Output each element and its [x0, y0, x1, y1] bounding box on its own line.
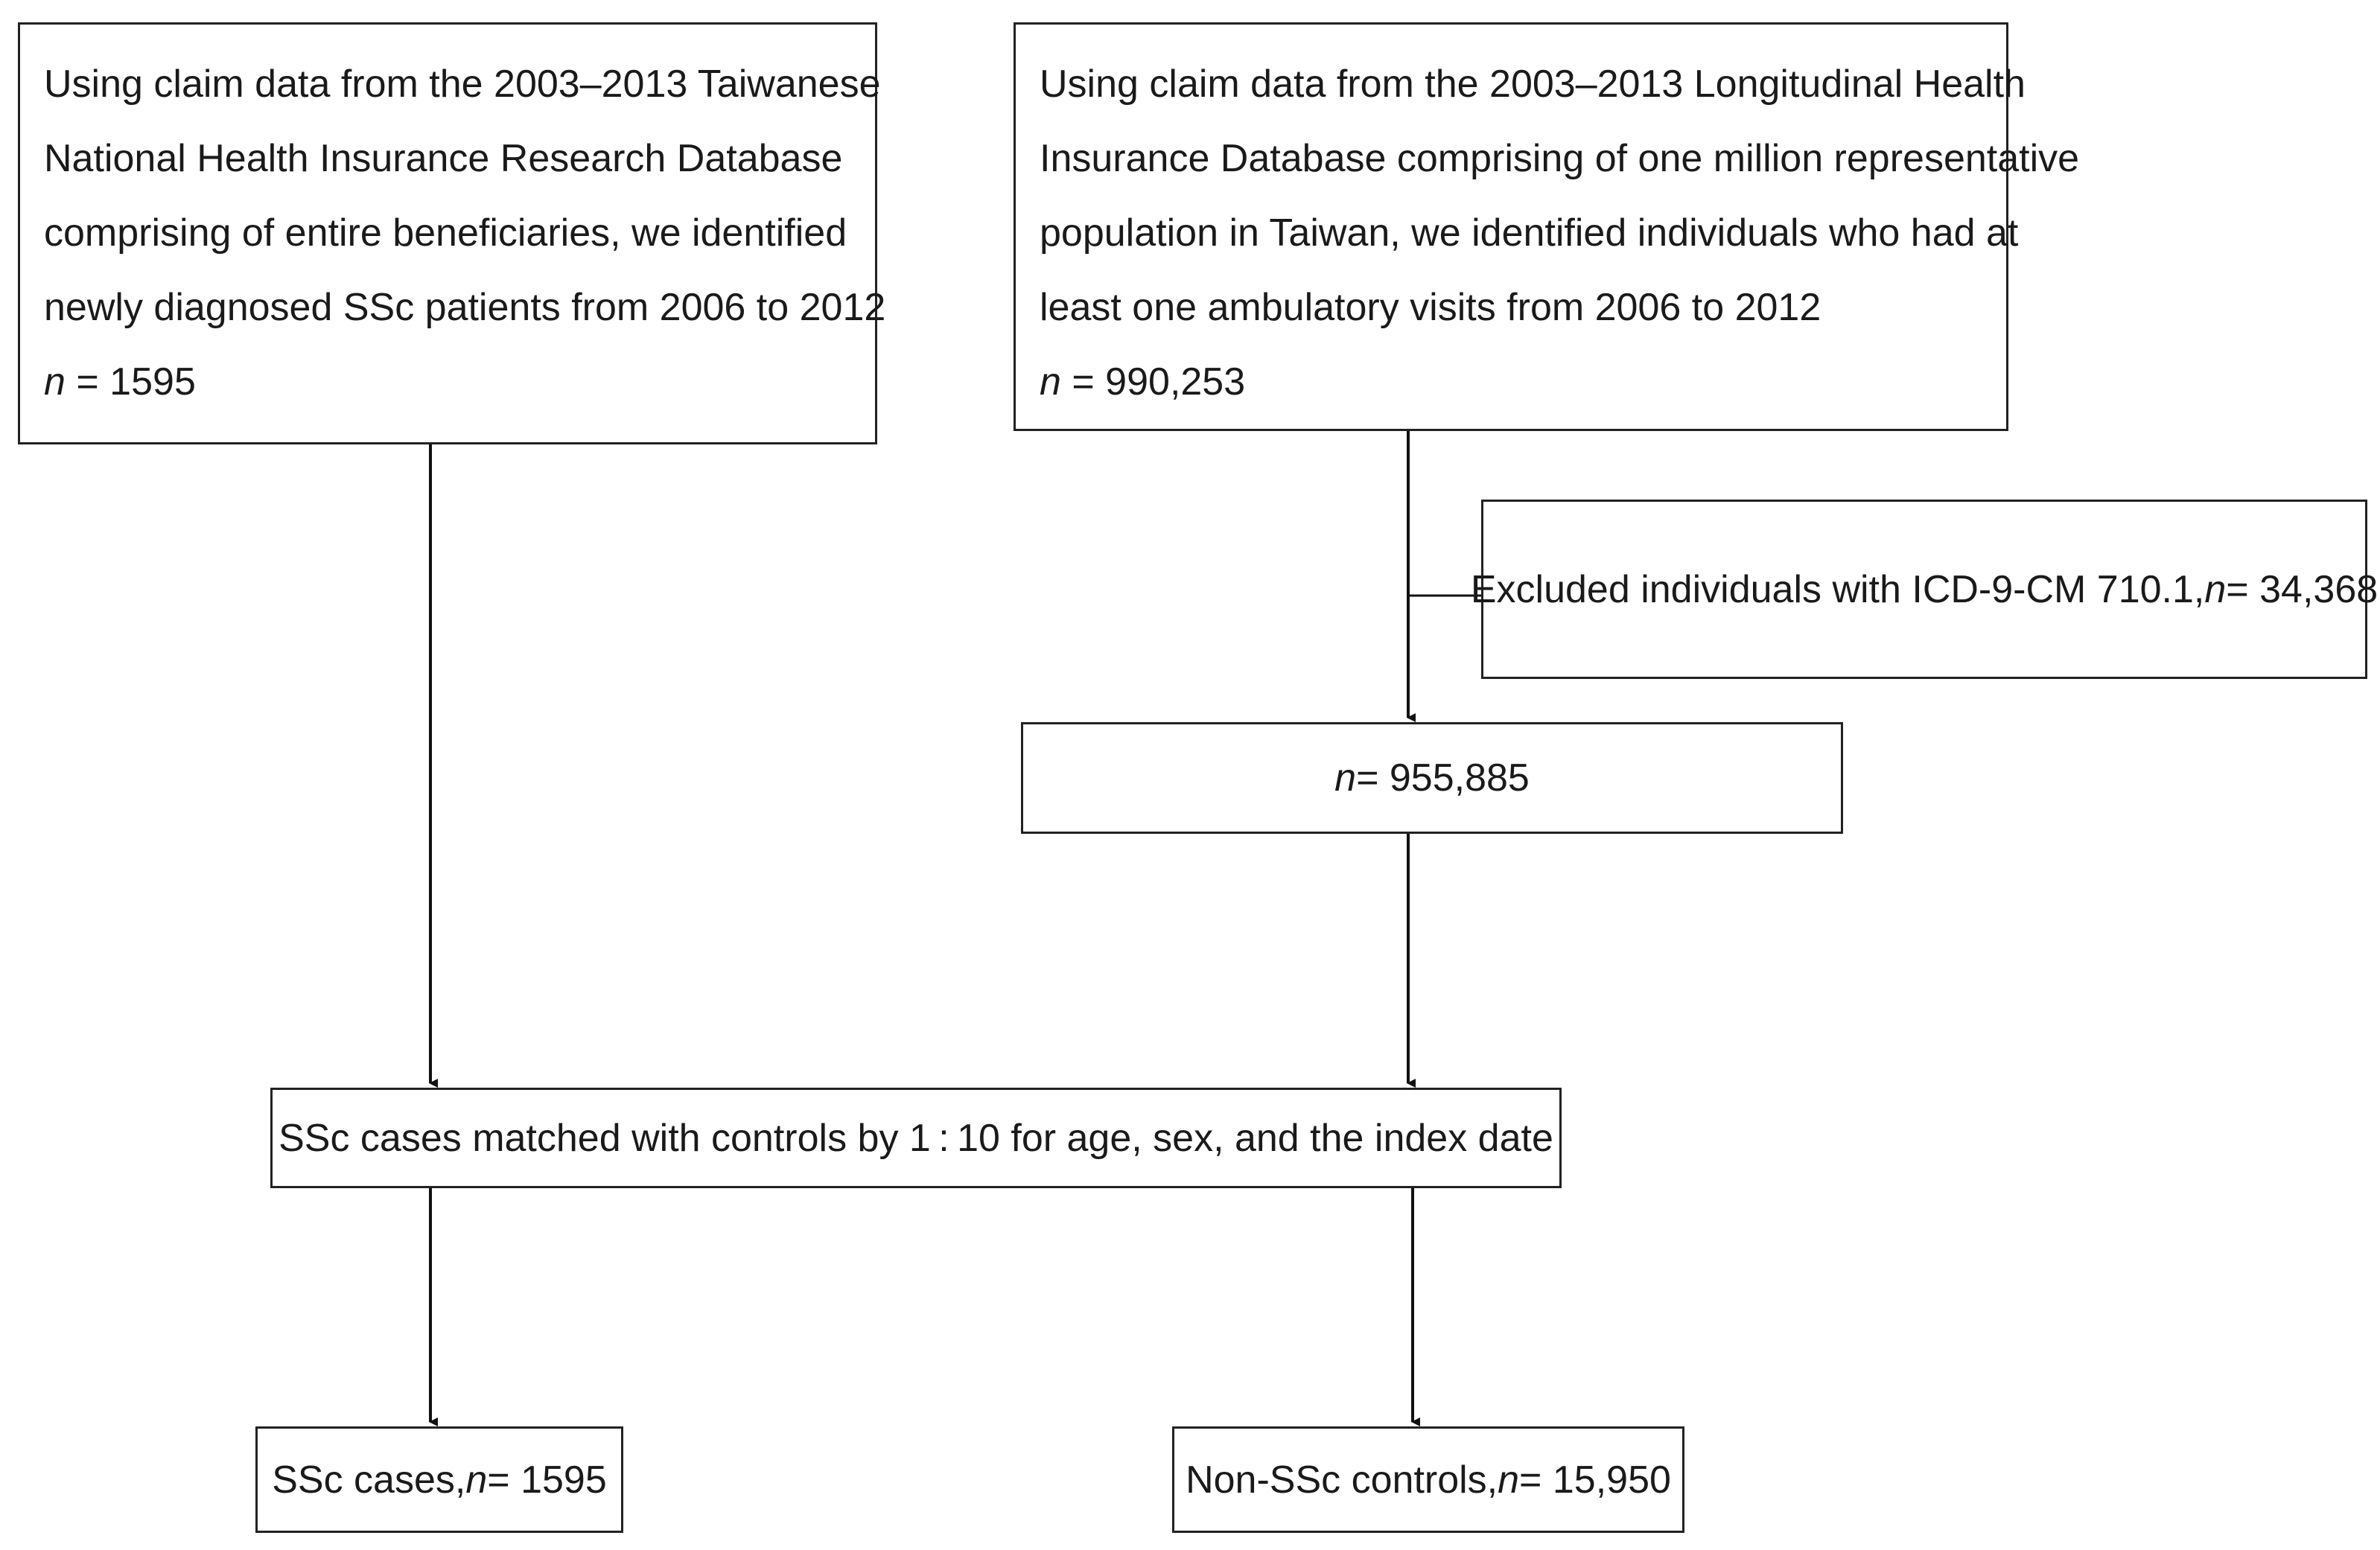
matching-text: SSc cases matched with controls by 1 : 1… [279, 1116, 1553, 1160]
ssc-cases-label: SSc cases, [272, 1458, 466, 1502]
non-ssc-controls-text: Non-SSc controls, n = 15,950 [1174, 1429, 1682, 1531]
lhid-count: n = 990,253 [1040, 345, 2006, 419]
non-ssc-controls-label: Non-SSc controls, [1186, 1458, 1498, 1502]
excluded-count-value: = 34,368 [2226, 567, 2379, 611]
excluded-box: Excluded individuals with ICD-9-CM 710.1… [1471, 500, 2378, 679]
n-symbol: n [1334, 756, 1357, 800]
lhid-line-1: Using claim data from the 2003–2013 Long… [1040, 63, 2026, 106]
n-symbol: n [465, 1458, 488, 1502]
n-symbol: n [2204, 567, 2227, 611]
n-symbol: n [1498, 1458, 1520, 1502]
excluded-text: Excluded individuals with ICD-9-CM 710.1… [1471, 502, 2378, 677]
nhird-source-box: Using claim data from the 2003–2013 Taiw… [18, 22, 886, 444]
ssc-cases-count-value: = 1595 [487, 1458, 607, 1502]
ssc-cases-box: SSc cases, n = 1595 [255, 1426, 623, 1533]
excluded-label: Excluded individuals with ICD-9-CM 710.1… [1470, 567, 2205, 611]
lhid-line-3: population in Taiwan, we identified indi… [1040, 211, 2019, 255]
after-exclusion-text: n = 955,885 [1023, 724, 1841, 832]
n-symbol: n [1040, 360, 1061, 404]
non-ssc-controls-box: Non-SSc controls, n = 15,950 [1172, 1426, 1684, 1533]
nhird-line-3: comprising of entire beneficiaries, we i… [44, 211, 847, 255]
lhid-line-2: Insurance Database comprising of one mil… [1040, 137, 2080, 180]
after-exclusion-box: n = 955,885 [1021, 722, 1843, 834]
nhird-line-1: Using claim data from the 2003–2013 Taiw… [44, 63, 881, 106]
lhid-line-4: least one ambulatory visits from 2006 to… [1040, 286, 1821, 329]
nhird-source-text: Using claim data from the 2003–2013 Taiw… [20, 25, 886, 442]
nhird-count-value: = 1595 [65, 360, 196, 404]
n-symbol: n [44, 360, 66, 404]
nhird-line-2: National Health Insurance Research Datab… [44, 137, 843, 180]
lhid-source-box: Using claim data from the 2003–2013 Long… [1014, 22, 2080, 431]
ssc-cases-text: SSc cases, n = 1595 [258, 1429, 621, 1531]
nhird-count: n = 1595 [44, 345, 875, 419]
lhid-count-value: = 990,253 [1060, 360, 1246, 404]
lhid-source-text: Using claim data from the 2003–2013 Long… [1016, 25, 2080, 429]
matching-box: SSc cases matched with controls by 1 : 1… [270, 1088, 1562, 1188]
non-ssc-controls-count-value: = 15,950 [1519, 1458, 1671, 1502]
after-exclusion-count-value: = 955,885 [1356, 756, 1530, 800]
nhird-line-4: newly diagnosed SSc patients from 2006 t… [44, 286, 886, 329]
